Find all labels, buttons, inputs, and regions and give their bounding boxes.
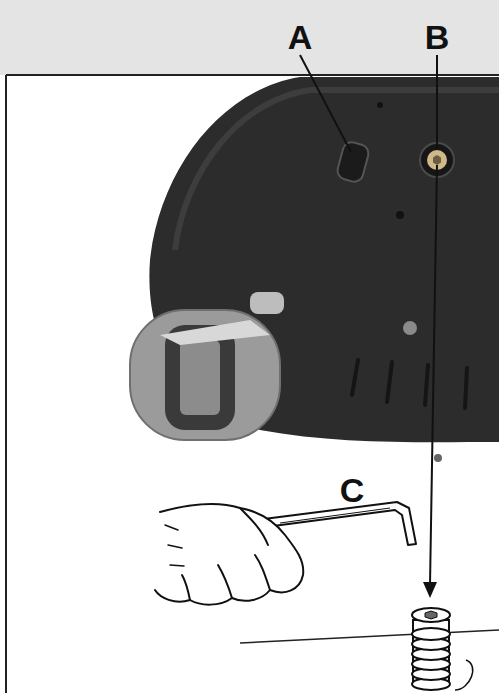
sketch-hatch	[165, 525, 184, 566]
body-highlight	[175, 90, 499, 250]
vent-slot	[465, 368, 467, 408]
finger-line	[255, 555, 270, 590]
hole	[396, 211, 404, 219]
leader-line	[430, 165, 437, 585]
hole	[377, 102, 383, 108]
screw-head	[434, 454, 442, 462]
vent-slot	[352, 360, 358, 395]
caster-plate	[160, 320, 270, 345]
hand-outline	[155, 504, 303, 605]
caster-stem	[250, 292, 284, 314]
header-band	[0, 0, 499, 75]
screw-head	[403, 321, 417, 335]
thread-screw	[412, 608, 473, 690]
frame-left	[5, 75, 7, 693]
callout-letter: B	[425, 20, 450, 54]
vent-slots	[352, 360, 467, 408]
hand	[155, 504, 303, 605]
key-edge	[280, 508, 390, 523]
vent-slot	[425, 365, 428, 405]
caster-wheel	[130, 310, 280, 440]
hex-socket	[433, 155, 441, 165]
plug-cap	[336, 140, 371, 183]
vent-slot	[387, 362, 392, 402]
hex-socket	[425, 611, 437, 619]
arrow-head	[423, 582, 437, 598]
shadow-hatch	[455, 660, 473, 690]
callout-letter: C	[340, 473, 365, 507]
screw-top	[412, 608, 450, 622]
caster-hub	[180, 340, 220, 415]
leader-line	[436, 55, 438, 150]
callout-letter: A	[288, 20, 313, 54]
finger-line	[182, 575, 190, 600]
leader-line	[300, 55, 351, 152]
thread	[412, 628, 450, 640]
surface-line	[240, 630, 499, 643]
device-body	[149, 77, 499, 442]
screw-body	[413, 620, 449, 682]
finger-line	[218, 565, 232, 598]
thumb-line	[240, 508, 268, 545]
frame-top	[6, 74, 499, 76]
